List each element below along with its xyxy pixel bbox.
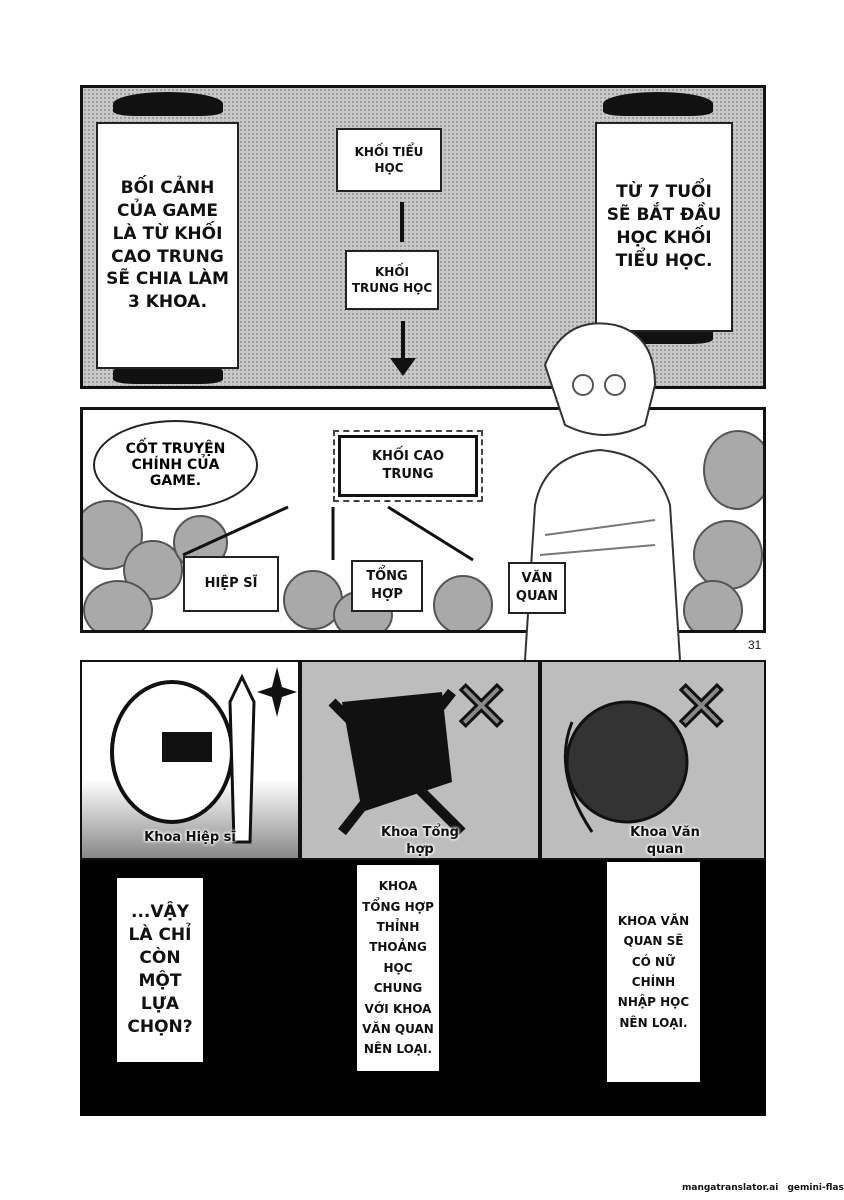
branch-box-general: Tổng hợp [351,560,423,612]
arrow-head-icon [390,358,416,376]
watermark: mangatranslator.ai gemini-flash [682,1183,844,1193]
watermark-site: mangatranslator.ai [682,1183,779,1193]
tree-root-box: Khối cao trung [333,430,483,502]
knight-helmet-icon [110,667,297,844]
label-civil: Khoa Văn quan [630,825,700,857]
rose-illustration [693,520,763,590]
branch-line-civil [387,505,474,562]
panel-school-stages: Bối cảnh của game là từ khối cao trung s… [80,85,766,389]
globe-laurel-icon [563,700,689,833]
ornament-top-right [603,92,713,116]
caption-right: Từ 7 tuổi sẽ bắt đầu học khối tiểu học. [595,122,733,332]
ornament-top-left [113,92,223,116]
cross-mark-icon: ✕ [451,666,513,748]
subpanel-general: ✕ [300,660,540,860]
caption-general: Khoa tổng hợp thỉnh thoảng học chung với… [357,865,439,1071]
speech-bubble: Cốt truyện chính của game. [93,420,258,510]
caption-left: Bối cảnh của game là từ khối cao trung s… [96,122,239,369]
flow-connector [400,202,404,242]
subpanel-civil: ✕ [540,660,766,860]
rose-illustration [683,580,743,630]
branch-line-knight [182,505,289,557]
flow-box-elementary: Khối tiểu học [336,128,442,192]
caption-knight: ...Vậy là chỉ còn một lựa chọn? [117,878,203,1062]
tree-lines [182,505,474,562]
label-knight: Khoa Hiệp sĩ [144,830,236,845]
label-general: Khoa Tổng hợp [381,825,459,857]
cross-mark-icon: ✕ [671,666,733,748]
rose-illustration [433,575,493,630]
watermark-model: gemini-flash [787,1183,844,1193]
caption-civil: Khoa văn quan sẽ có nữ chính nhập học nê… [607,862,700,1082]
arrow-down-icon [401,321,405,371]
panel-departments: ✕ ✕ Khoa Hiệp sĩ Khoa Tổng hợp Khoa Văn … [80,660,766,1116]
flow-box-middle: Khối trung học [345,250,439,310]
page-number: 31 [748,638,762,652]
crossed-quill-sword-icon [328,688,466,836]
subpanel-knight [80,660,300,860]
rose-illustration [703,430,763,510]
rose-illustration [83,580,153,630]
branch-box-civil: Văn quan [508,562,566,614]
branch-box-knight: Hiệp sĩ [183,556,279,612]
